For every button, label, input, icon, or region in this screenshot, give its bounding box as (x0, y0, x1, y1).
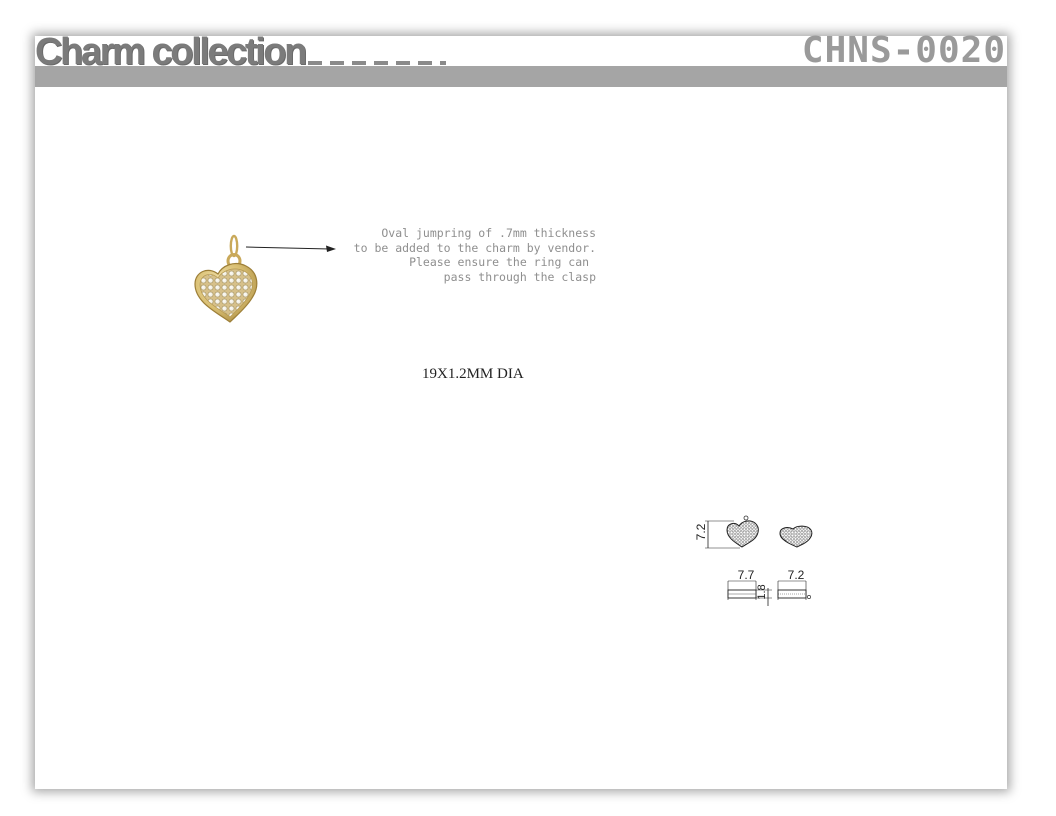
jumpring-note: Oval jumpring of .7mm thickness to be ad… (336, 226, 596, 284)
collection-title: Charm collection (35, 31, 307, 73)
note-line: Oval jumpring of .7mm thickness (381, 226, 596, 240)
charm-size-label: 19X1.2MM DIA (422, 366, 524, 382)
drawing-sheet (35, 36, 1007, 789)
dim-thickness-label: 1.8 (756, 584, 768, 599)
note-line: pass through the clasp (443, 269, 596, 284)
perspective-view-heart (779, 525, 813, 548)
header-band (35, 66, 1007, 87)
technical-drawing-views: 7.2 7.7 1.8 7.2 (694, 515, 813, 606)
product-code: CHNS-0020 (801, 30, 1006, 71)
leader-arrow (245, 245, 336, 252)
title-underline-dashes (308, 61, 446, 65)
note-line: Please ensure the ring can (409, 255, 596, 269)
front-view-heart (726, 520, 759, 548)
dim-height-label: 7.2 (694, 523, 708, 540)
note-line: to be added to the charm by vendor. (353, 240, 596, 255)
heart-charm-image (194, 234, 258, 323)
dim-side-width-label: 7.2 (788, 568, 805, 582)
dim-width-label: 7.7 (738, 568, 755, 582)
